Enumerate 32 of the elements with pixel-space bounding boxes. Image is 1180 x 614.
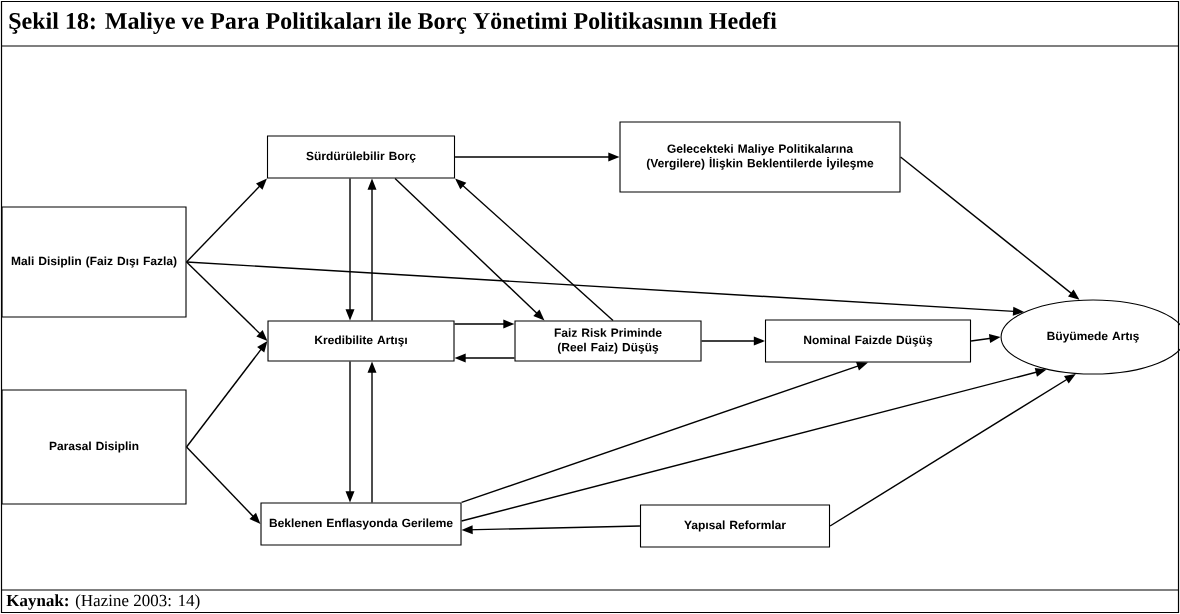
process-box: Mali Disiplin (Faiz Dışı Fazla)	[1, 206, 187, 318]
arrow	[185, 446, 261, 524]
arrow	[899, 156, 1080, 300]
arrow	[367, 178, 377, 322]
arrow	[454, 152, 620, 162]
arrow	[185, 261, 268, 341]
process-box: Gelecekteki Maliye Politikalarına (Vergilere) İlişkin Beklentilerde İyileşme	[619, 121, 901, 193]
source-note: Kaynak: (Hazine 2003: 14)	[6, 594, 200, 610]
arrow	[700, 336, 765, 346]
arrow	[394, 177, 545, 321]
arrow	[460, 367, 1047, 522]
arrow	[345, 360, 355, 503]
arrow	[970, 334, 1001, 343]
arrow	[455, 178, 614, 322]
arrow	[829, 373, 1076, 527]
process-box: Sürdürülebilir Borç	[266, 135, 456, 179]
arrow	[367, 361, 377, 504]
arrow	[454, 353, 516, 363]
arrow	[185, 261, 1025, 316]
process-box: Yapısal Reformlar	[639, 504, 831, 548]
arrow	[185, 341, 268, 448]
process-box: Nominal Faizde Düşüş	[764, 319, 972, 363]
arrow	[185, 178, 267, 263]
arrow	[460, 361, 868, 504]
process-box: Kredibilite Artışı	[267, 320, 455, 362]
figure-title: Şekil 18: Maliye ve Para Politikaları ile Borç Yönetimi Politikasının Hedefi	[9, 11, 777, 35]
arrow	[345, 177, 355, 321]
process-box: Faiz Risk Priminde (Reel Faiz) Düşüş	[514, 320, 702, 362]
process-box: Parasal Disiplin	[1, 389, 187, 505]
arrow	[453, 319, 515, 329]
process-box: Beklenen Enflasyonda Gerileme	[260, 502, 462, 546]
arrow	[461, 525, 641, 535]
